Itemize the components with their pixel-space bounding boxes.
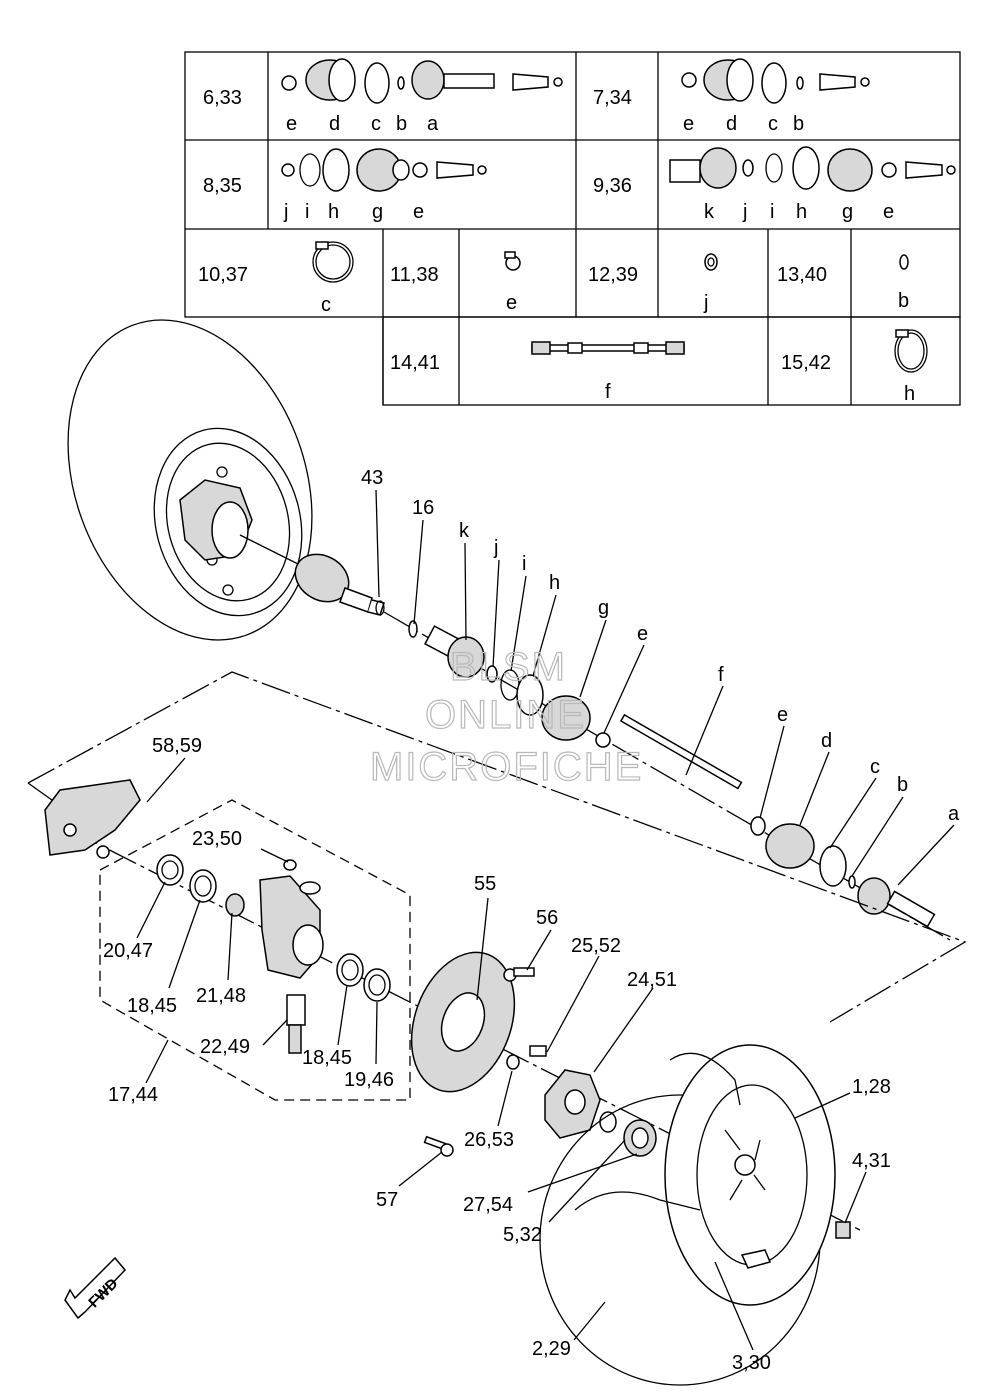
callout-23-50: 23,50 [192,828,242,850]
kit-ref-12-39: 12,39 [588,264,638,286]
kit-letter: h [328,201,339,223]
callout-24-51: 24,51 [627,969,677,991]
callout-58-59: 58,59 [152,735,202,757]
callout-c: c [870,756,880,778]
kit-letter: i [770,201,774,223]
callout-4-31: 4,31 [852,1150,891,1172]
callout-e-lower: e [777,704,788,726]
callout-g: g [598,597,609,619]
kit-letter: a [427,113,439,135]
brake-disc-hub [410,951,657,1157]
callout-f: f [718,664,724,686]
callout-19-46: 19,46 [344,1069,394,1091]
kit-letter: c [321,294,331,316]
callout-d: d [821,730,832,752]
kit-ref-6-33: 6,33 [203,87,242,109]
callout-25-52: 25,52 [571,935,621,957]
kit-10-37-drawing [312,241,354,283]
kit-letter: b [396,113,407,135]
kit-letter: k [704,201,715,223]
callout-27-54: 27,54 [463,1194,513,1216]
callout-57: 57 [376,1189,398,1211]
kit-letter: h [796,201,807,223]
kit-letter: g [372,201,383,223]
kit-letter: f [605,381,611,403]
callout-55: 55 [474,873,496,895]
knuckle-assembly [44,779,391,1054]
callout-3-30: 3,30 [732,1352,771,1374]
callout-20-47: 20,47 [103,940,153,962]
callout-1-28: 1,28 [852,1076,891,1098]
callout-16: 16 [412,497,434,519]
callout-26-53: 26,53 [464,1129,514,1151]
kit-ref-11-38: 11,38 [390,264,439,286]
kit-7-34-drawing [681,58,870,104]
callout-labels: 43 16 k j i h g e f e d c b a 58,59 23,5… [103,467,960,1374]
fwd-label: FWD [85,1275,121,1311]
kit-letter: c [371,113,381,135]
watermark-line-3: MICROFICHE [370,745,643,789]
drive-shaft-exploded [383,611,951,941]
wheel-exploded [539,1044,851,1386]
callout-17-44: 17,44 [108,1084,158,1106]
kit-14-41-drawing [531,341,685,355]
callout-e-upper: e [637,623,648,645]
kit-6-33-drawing [281,58,563,104]
kit-ref-7-34: 7,34 [593,87,632,109]
callout-18-45-a: 18,45 [127,995,177,1017]
kit-letter: e [286,113,297,135]
callout-h: h [549,572,560,594]
callout-43: 43 [361,467,383,489]
kit-letter: b [898,290,909,312]
kit-letter: h [904,383,915,405]
kit-letter: c [768,113,778,135]
callout-a: a [948,803,960,825]
callout-i: i [522,553,526,575]
kit-ref-9-36: 9,36 [593,175,632,197]
callout-18-45-b: 18,45 [302,1047,352,1069]
kit-12-39-drawing [704,253,718,271]
callout-22-49: 22,49 [200,1036,250,1058]
callout-2-29: 2,29 [532,1338,571,1360]
kit-ref-13-40: 13,40 [777,264,827,286]
kit-letter: g [842,201,853,223]
kit-11-38-drawing [504,251,521,271]
kit-letter: e [683,113,694,135]
watermark-line-2: ONLINE [425,693,586,737]
kit-letter: j [283,201,288,223]
kit-15-42-drawing [894,329,928,373]
kit-letter: i [305,201,309,223]
kit-letter: j [742,201,747,223]
callout-leaders [136,489,955,1351]
fwd-arrow: FWD [64,1256,127,1320]
callout-j: j [493,537,498,559]
watermark-line-1: BLSM [450,645,567,689]
callout-56: 56 [536,907,558,929]
watermark: BLSM ONLINE MICROFICHE [369,644,643,789]
kit-13-40-drawing [899,254,909,270]
callout-b: b [897,774,908,796]
kit-8-35-drawing [281,148,487,192]
kit-ref-15-42: 15,42 [781,352,831,374]
kit-9-36-drawing [669,146,956,192]
kit-ref-8-35: 8,35 [203,175,242,197]
kit-ref-14-41: 14,41 [390,352,440,374]
callout-k: k [459,520,470,542]
kit-letter: e [883,201,894,223]
kit-letter: e [506,292,517,314]
tire-assembled-view [67,319,385,641]
callout-21-48: 21,48 [196,985,246,1007]
callout-5-32: 5,32 [503,1224,542,1246]
kit-letter: b [793,113,804,135]
kit-letter: d [329,113,340,135]
kit-letter: e [413,201,424,223]
kit-letter: d [726,113,737,135]
kit-table: 6,33 e d c b a 7,34 e d c [184,51,961,406]
kit-letter: j [703,292,708,314]
kit-ref-10-37: 10,37 [198,264,248,286]
